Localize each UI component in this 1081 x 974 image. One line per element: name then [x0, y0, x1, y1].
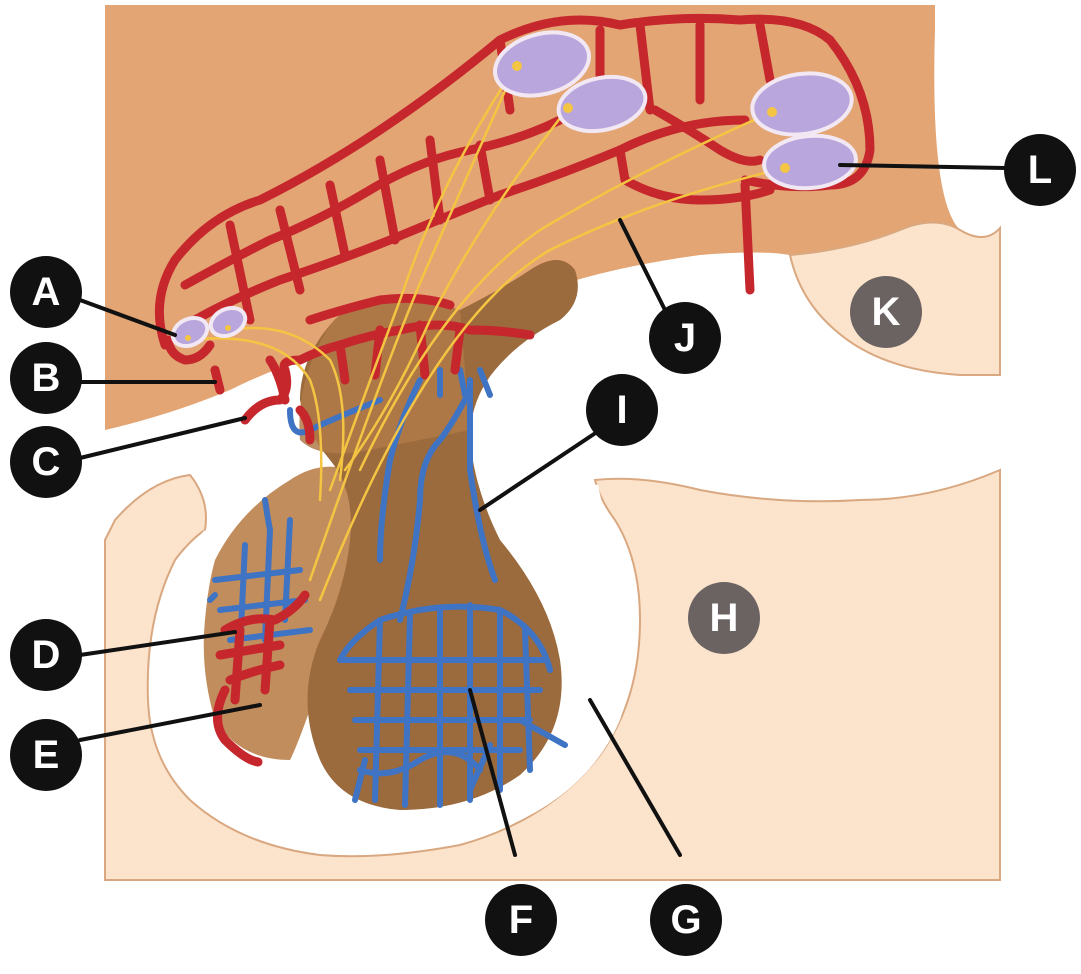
label-D: D: [32, 633, 61, 677]
callout-I: I: [586, 374, 658, 446]
label-F: F: [509, 898, 533, 942]
callout-A: A: [10, 256, 82, 328]
callout-B: B: [10, 342, 82, 414]
label-A: A: [32, 270, 61, 314]
label-H: H: [710, 596, 739, 640]
callout-J: J: [649, 302, 721, 374]
label-I: I: [616, 388, 627, 432]
callout-L: L: [1004, 134, 1076, 206]
callout-F: F: [485, 884, 557, 956]
label-L: L: [1028, 148, 1052, 192]
callout-K: K: [850, 276, 922, 348]
label-C: C: [32, 440, 61, 484]
callout-H: H: [688, 582, 760, 654]
label-G: G: [670, 898, 701, 942]
label-J: J: [674, 316, 696, 360]
callout-D: D: [10, 619, 82, 691]
callout-G: G: [650, 884, 722, 956]
callout-E: E: [10, 719, 82, 791]
label-E: E: [33, 733, 60, 777]
callout-C: C: [10, 426, 82, 498]
label-K: K: [872, 290, 901, 334]
label-B: B: [32, 356, 61, 400]
